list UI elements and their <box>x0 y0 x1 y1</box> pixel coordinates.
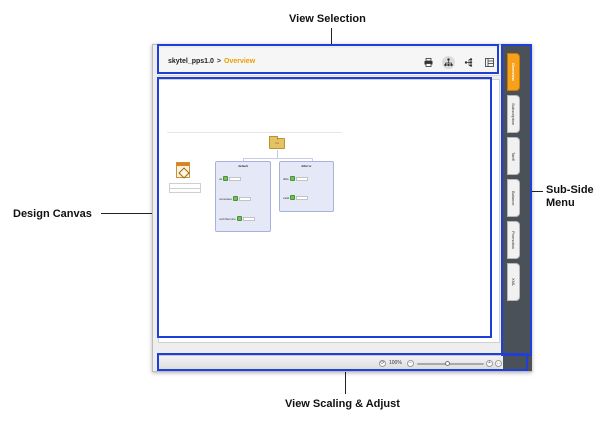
pane-row: ok <box>219 176 242 181</box>
design-canvas-leader <box>101 213 157 214</box>
breadcrumb-project[interactable]: skytel_pps1.0 <box>168 58 214 65</box>
pane-row-label: dbfe <box>283 176 289 181</box>
hierarchy-view-icon[interactable] <box>442 56 455 69</box>
root-connector <box>167 132 342 133</box>
side-tab-label: Promotion <box>511 230 516 250</box>
zoom-slider[interactable] <box>417 361 484 366</box>
pane-row-value[interactable] <box>295 176 308 181</box>
zoom-slider-thumb[interactable] <box>444 361 450 366</box>
breadcrumb-separator: > <box>216 58 222 65</box>
sub-side-menu-callout-line1: Sub-Side <box>546 184 594 196</box>
pane-row-label: noneHere <box>219 196 233 201</box>
app-window: skytel_pps1.0>Overview int default ok <box>152 44 532 372</box>
folder-icon[interactable]: int <box>269 136 285 149</box>
design-canvas[interactable]: int default ok noneHere notInService dtE… <box>158 79 500 343</box>
view-selection-leader <box>331 28 332 44</box>
pane-row-label: valid <box>283 195 290 200</box>
sub-side-menu: Overview Subscription Tariff Balance Pro… <box>503 45 532 371</box>
sub-side-menu-leader <box>532 191 543 192</box>
zoom-fit-button[interactable]: ↔ <box>495 360 502 367</box>
pane-title: dtError <box>301 164 312 168</box>
side-tab-tariff[interactable]: Tariff <box>507 137 520 175</box>
view-scaling-highlight <box>157 353 528 371</box>
side-tab-xml[interactable]: XML <box>507 263 520 301</box>
side-tab-promotion[interactable]: Promotion <box>507 221 520 259</box>
start-node-icon[interactable] <box>176 162 190 178</box>
view-scaling-callout: View Scaling & Adjust <box>285 398 400 410</box>
zoom-level-label: 100% <box>389 360 402 366</box>
connector-line <box>277 150 278 158</box>
play-button-icon[interactable] <box>236 216 242 221</box>
zoom-in-button[interactable]: + <box>486 360 493 367</box>
sub-side-menu-callout-line2: Menu <box>546 197 575 209</box>
breadcrumb-current: Overview <box>224 58 256 65</box>
pane-row: noneHere <box>219 196 252 201</box>
pane-row-value[interactable] <box>242 216 255 221</box>
pane-row-value[interactable] <box>229 176 242 181</box>
view-scaling-bar: ⟳ 100% − + ↔ <box>158 355 502 370</box>
connector-line <box>243 158 244 161</box>
side-tab-label: Tariff <box>511 151 516 161</box>
zoom-out-button[interactable]: − <box>407 360 414 367</box>
pane-row: dbfe <box>283 176 308 181</box>
zoom-reset-button[interactable]: ⟳ <box>379 360 386 367</box>
side-tab-label: Balance <box>511 190 516 206</box>
decision-pane[interactable]: default ok noneHere notInService <box>215 161 271 232</box>
design-canvas-highlight <box>157 77 492 338</box>
pane-row-label: notInService <box>219 216 236 221</box>
view-scaling-leader <box>345 372 346 394</box>
decision-pane[interactable]: dtError dbfe valid <box>279 161 334 212</box>
side-tab-label: XML <box>511 277 516 287</box>
play-button-icon[interactable] <box>290 195 296 200</box>
sub-side-menu-highlight <box>501 44 532 356</box>
list-view-icon[interactable] <box>483 56 496 69</box>
play-button-icon[interactable] <box>289 176 295 181</box>
play-button-icon[interactable] <box>223 176 229 181</box>
pane-row: notInService <box>219 216 255 221</box>
view-selection-highlight <box>157 44 499 74</box>
connector-line <box>312 158 313 161</box>
side-tab-subscription[interactable]: Subscription <box>507 95 520 133</box>
breadcrumb: skytel_pps1.0>Overview <box>168 58 255 65</box>
side-tab-balance[interactable]: Balance <box>507 179 520 217</box>
side-tab-label: Subscription <box>511 102 516 125</box>
design-canvas-callout: Design Canvas <box>13 208 92 220</box>
start-node-field <box>169 183 201 193</box>
side-tab-label: Overview <box>511 63 516 81</box>
view-selection-bar: skytel_pps1.0>Overview <box>158 48 500 76</box>
pane-row: valid <box>283 195 309 200</box>
connector-line <box>243 158 312 159</box>
pane-title: default <box>238 164 248 168</box>
pane-row-value[interactable] <box>239 196 252 201</box>
view-selection-callout: View Selection <box>289 13 366 25</box>
print-icon[interactable] <box>422 56 435 69</box>
play-button-icon[interactable] <box>233 196 239 201</box>
sub-side-menu-callout: Sub-Side Menu <box>546 184 594 210</box>
tree-view-icon[interactable] <box>462 56 475 69</box>
pane-row-label: ok <box>219 176 223 181</box>
pane-row-value[interactable] <box>296 195 309 200</box>
side-tab-overview[interactable]: Overview <box>507 53 520 91</box>
